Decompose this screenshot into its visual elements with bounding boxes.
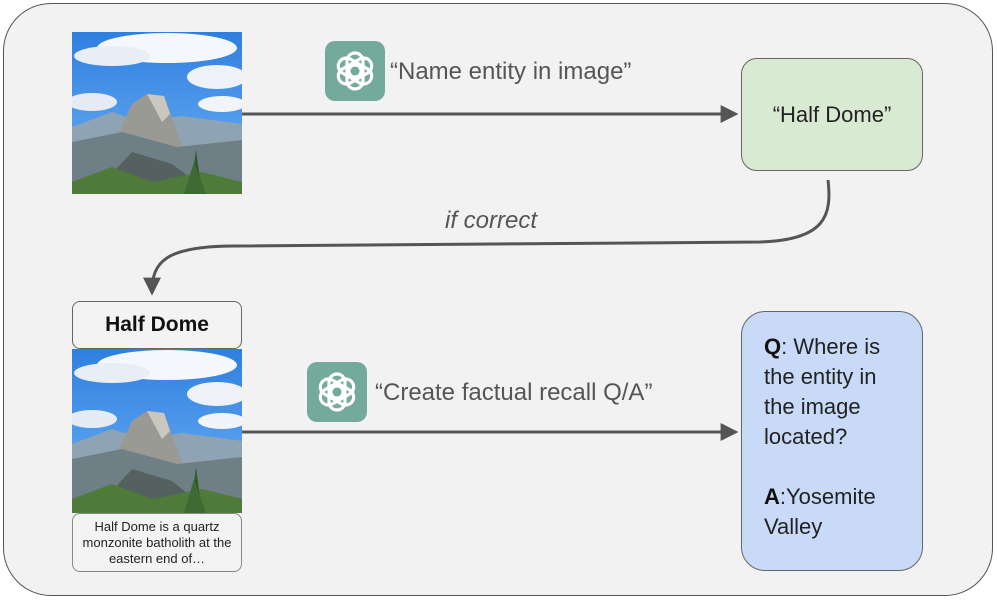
half-dome-photo-bottom bbox=[72, 349, 242, 513]
entity-description-box: Half Dome is a quartz monzonite batholit… bbox=[72, 513, 242, 572]
entity-title: Half Dome bbox=[105, 313, 209, 336]
half-dome-photo-top bbox=[72, 32, 242, 194]
question-line: Q: Where is the entity in the image loca… bbox=[764, 332, 906, 452]
if-correct-label: if correct bbox=[445, 207, 538, 234]
entity-title-box: Half Dome bbox=[72, 301, 242, 349]
prompt-name-entity: “Name entity in image” bbox=[390, 58, 632, 85]
question-text: : Where is the entity in the image locat… bbox=[764, 334, 881, 449]
entity-description: Half Dome is a quartz monzonite batholit… bbox=[82, 518, 232, 566]
answer-line: A:Yosemite Valley bbox=[764, 482, 906, 542]
prompt-create-qa: “Create factual recall Q/A” bbox=[375, 379, 653, 406]
answer-value: :Yosemite Valley bbox=[764, 484, 876, 539]
question-prefix: Q bbox=[764, 334, 782, 359]
answer-prefix: A bbox=[764, 484, 780, 509]
openai-logo-icon bbox=[307, 362, 367, 422]
answer-text: “Half Dome” bbox=[772, 101, 892, 127]
answer-box: “Half Dome” bbox=[741, 58, 923, 171]
qa-box: Q: Where is the entity in the image loca… bbox=[741, 311, 923, 571]
openai-logo-icon bbox=[325, 41, 385, 101]
arrow-if-correct bbox=[143, 179, 831, 296]
